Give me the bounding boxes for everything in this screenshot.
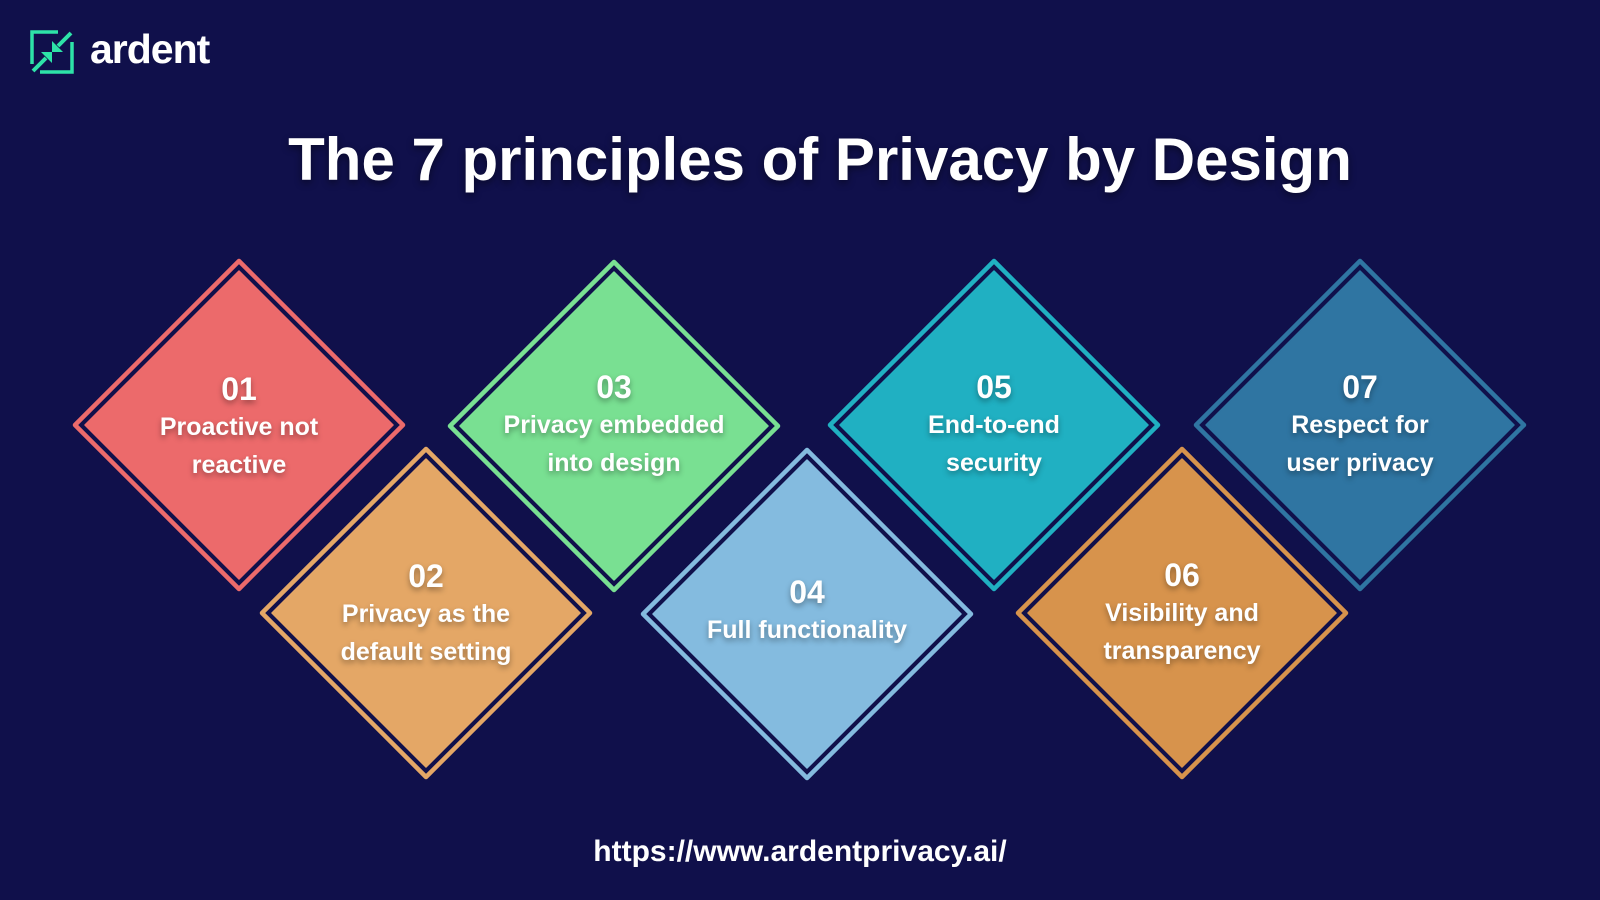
diamond-03	[442, 254, 786, 598]
principle-07: 07 Respect for user privacy	[1230, 368, 1490, 482]
diamond-02	[254, 441, 598, 785]
principle-label: Privacy as the default setting	[340, 600, 512, 666]
diamond-04	[635, 442, 979, 786]
diamond-fill	[84, 270, 394, 580]
principle-label: Privacy embedded into design	[503, 411, 725, 477]
principle-04: 04 Full functionality	[677, 573, 937, 649]
diamond-07	[1188, 253, 1532, 597]
diamond-01	[67, 253, 411, 597]
principle-05: 05 End-to-end security	[864, 368, 1124, 482]
principle-label: End-to-end security	[928, 411, 1060, 477]
principle-number: 05	[976, 369, 1012, 405]
page-title: The 7 principles of Privacy by Design	[288, 126, 1352, 193]
principle-number: 01	[221, 371, 257, 407]
principle-label: Proactive not reactive	[159, 413, 319, 479]
principle-02: 02 Privacy as the default setting	[296, 557, 556, 671]
principle-06: 06 Visibility and transparency	[1052, 556, 1312, 670]
principle-number: 03	[596, 369, 632, 405]
principle-number: 04	[789, 574, 825, 610]
brand-name: ardent	[90, 26, 210, 72]
diamond-fill	[271, 458, 581, 768]
principle-03: 03 Privacy embedded into design	[484, 368, 744, 482]
diamond-fill	[652, 459, 962, 769]
compress-arrows-square-icon	[30, 30, 74, 74]
principle-number: 06	[1164, 557, 1200, 593]
website-link[interactable]: https://www.ardentprivacy.ai/	[593, 835, 1007, 868]
principle-label: Full functionality	[707, 616, 907, 644]
principle-label: Visibility and transparency	[1103, 599, 1261, 665]
diamond-06	[1010, 441, 1354, 785]
principle-number: 02	[408, 558, 444, 594]
diamond-fill	[1027, 458, 1337, 768]
diamond-fill	[1205, 270, 1515, 580]
diamond-fill	[839, 270, 1149, 580]
diamond-fill	[459, 271, 769, 581]
brand-logo: ardent	[30, 26, 210, 74]
principle-01: 01 Proactive not reactive	[109, 370, 369, 484]
diamond-05	[822, 253, 1166, 597]
principle-label: Respect for user privacy	[1286, 411, 1434, 477]
principle-number: 07	[1342, 369, 1378, 405]
